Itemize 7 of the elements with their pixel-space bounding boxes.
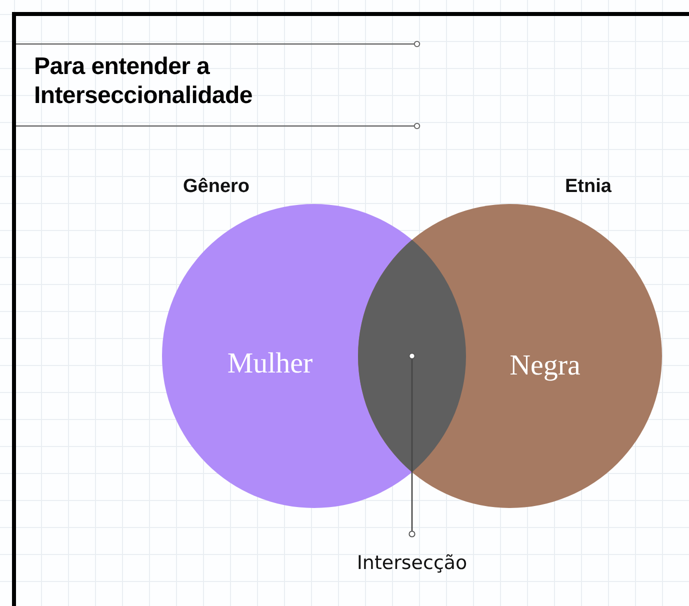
- set-heading: Gênero: [183, 176, 250, 198]
- leader-line: [408, 352, 416, 538]
- set-label: Negra: [510, 350, 580, 382]
- set-heading: Etnia: [565, 176, 612, 198]
- title: Para entender a Interseccionalidade: [34, 52, 254, 110]
- set-label: Mulher: [227, 348, 313, 380]
- callout-label: Intersecção: [356, 552, 468, 574]
